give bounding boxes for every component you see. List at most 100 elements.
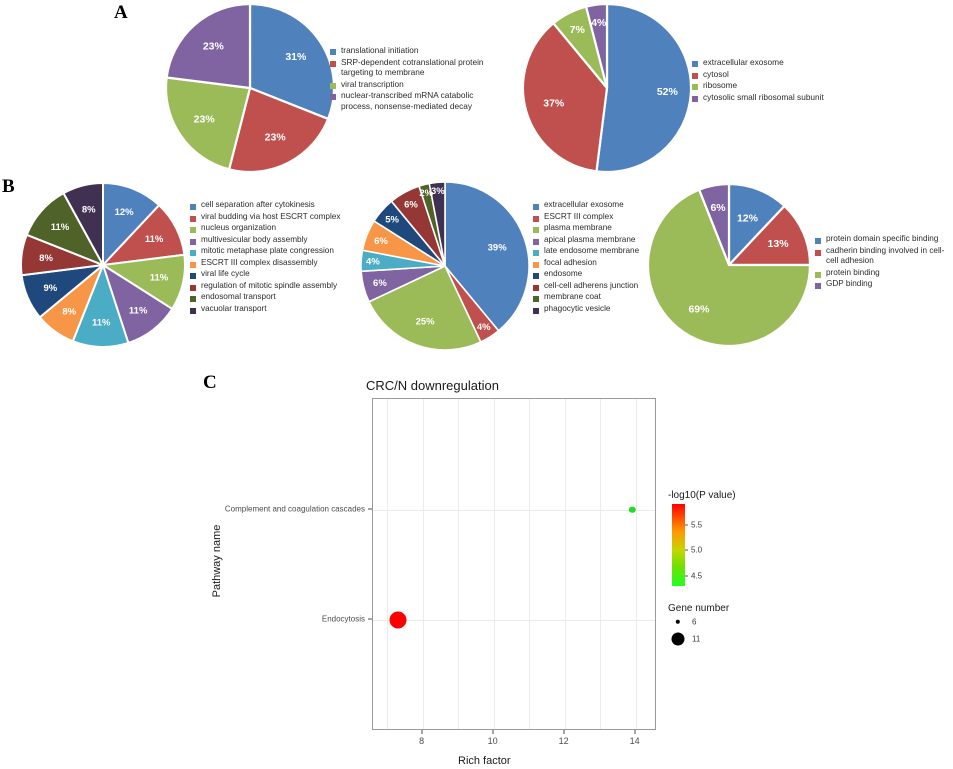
legend-item: extracellular exosome	[533, 200, 703, 211]
legend-item: endosomal transport	[190, 292, 360, 303]
legend-swatch-icon	[190, 227, 196, 233]
legend-item-label: ESCRT III complex disassembly	[201, 257, 318, 267]
panel-c-scatter-plot: CRC/N downregulation Rich factor Pathway…	[0, 370, 953, 769]
colorbar-tick-label: 5.5	[691, 520, 703, 529]
legend-item-label: focal adhesion	[544, 257, 597, 267]
pie-slice-value-label: 11%	[92, 318, 111, 329]
legend-item-label: endosomal transport	[201, 292, 276, 301]
size-legend-dot	[671, 632, 685, 646]
legend-item: cell-cell adherens junction	[533, 281, 703, 292]
legend-item: cytosolic small ribosomal subunit	[692, 92, 892, 103]
x-axis-tick-label: 12	[558, 736, 569, 746]
y-axis-label: Pathway name	[211, 524, 223, 598]
pie-slice-value-label: 4%	[477, 322, 491, 333]
legend-item: translational initiation	[330, 45, 510, 56]
scatter-point	[389, 611, 407, 629]
pie-slice-value-label: 4%	[591, 17, 607, 29]
pie-slice-value-label: 23%	[203, 41, 225, 53]
pie-slice-value-label: 37%	[543, 98, 565, 110]
legend-item: cell separation after cytokinesis	[190, 200, 360, 211]
legend-item-label: multivesicular body assembly	[201, 234, 308, 244]
legend-swatch-icon	[330, 60, 336, 67]
x-axis-tick-label: 10	[487, 736, 498, 746]
legend-swatch-icon	[533, 273, 539, 279]
legend-swatch-icon	[533, 204, 539, 210]
pie-slice-value-label: 8%	[39, 253, 53, 264]
legend-item: viral life cycle	[190, 269, 360, 280]
legend-swatch-icon	[190, 284, 196, 291]
colorbar-tick-label: 4.5	[691, 571, 703, 581]
x-axis-tick	[421, 730, 423, 734]
legend-item: plasma membrane	[533, 223, 703, 234]
legend-swatch-icon	[533, 284, 539, 291]
legend-item-label: viral transcription	[341, 78, 404, 89]
legend-item-label: mitotic metaphase plate congression	[201, 246, 334, 255]
pie-slice-value-label: 23%	[194, 113, 216, 125]
legend-item: extracellular exosome	[692, 57, 892, 68]
pie-slice-value-label: 6%	[374, 236, 388, 247]
pie-slice	[164, 76, 252, 171]
pie-slice-value-label: 8%	[62, 307, 76, 318]
legend-item: nuclear-transcribed mRNA catabolic proce…	[330, 90, 510, 111]
legend-item-label: protein binding	[826, 267, 880, 277]
pie-slice	[248, 3, 336, 121]
legend-item-label: cytosolic small ribosomal subunit	[703, 91, 824, 102]
x-axis-tick	[634, 730, 636, 734]
pie-svg-a1: 31%23%23%23%	[164, 3, 336, 173]
legend-item: protein binding	[815, 268, 953, 279]
pie-slice-value-label: 39%	[488, 242, 508, 253]
legend-item-label: translational initiation	[341, 45, 419, 55]
legend-item: cadherin binding involved in cell- cell …	[815, 246, 953, 267]
colorbar-gradient	[672, 504, 685, 586]
legend-item: membrane coat	[533, 292, 703, 303]
pie-slice	[585, 3, 609, 90]
pie-slice	[428, 181, 446, 267]
size-legend-label: 6	[692, 617, 697, 627]
pie-slice-value-label: 3%	[431, 186, 445, 197]
scatter-point	[628, 506, 636, 513]
legend-item-label: nuclear-transcribed mRNA catabolic proce…	[341, 90, 474, 112]
legend-item: ESCRT III complex disassembly	[190, 258, 360, 269]
pie-slice-value-label: 52%	[657, 86, 679, 98]
pie-slice	[62, 182, 104, 266]
pie-slice-value-label: 13%	[768, 238, 790, 250]
x-axis-tick	[492, 730, 494, 734]
pie-slice	[102, 182, 161, 266]
legend-item-label: cytosol	[703, 68, 729, 79]
legend-item: protein domain specific binding	[815, 234, 953, 245]
colorbar-title: -log10(P value)	[668, 490, 736, 501]
pie-slice-value-label: 6%	[404, 199, 418, 210]
pie-slice-value-label: 11%	[51, 222, 70, 233]
pie-slice-value-label: 5%	[385, 215, 399, 226]
legend-swatch-icon	[533, 215, 539, 222]
legend-swatch-icon	[815, 249, 821, 256]
legend-swatch-icon	[692, 72, 698, 79]
legend-item-label: membrane coat	[544, 292, 601, 301]
chart-title: CRC/N downregulation	[366, 378, 499, 393]
x-gridline	[564, 399, 566, 729]
pie-slice-value-label: 69%	[688, 303, 710, 315]
pie-chart-panel-a-biological-process: 31%23%23%23%	[160, 3, 340, 173]
pie-slice	[698, 182, 731, 267]
x-axis-label: Rich factor	[458, 755, 511, 767]
legend-item: ESCRT III complex	[533, 212, 703, 223]
colorbar-tick	[685, 549, 688, 551]
legend-swatch-icon	[692, 84, 698, 91]
legend-item-label: cadherin binding involved in cell- cell …	[826, 245, 945, 266]
pie-slice	[521, 22, 609, 173]
legend-swatch-icon	[190, 296, 196, 302]
legend-item-label: viral life cycle	[201, 269, 250, 278]
y-gridline	[373, 509, 655, 511]
y-axis-tick-label: Complement and coagulation cascades	[224, 504, 365, 514]
pie-slice-value-label: 7%	[570, 24, 586, 36]
legend-swatch-icon	[533, 250, 539, 256]
plot-area	[372, 398, 656, 730]
y-axis-tick	[368, 508, 372, 510]
legend-item-label: SRP-dependent cotranslational protein ta…	[341, 56, 484, 78]
legend-item: focal adhesion	[533, 258, 703, 269]
legend-swatch-icon	[330, 49, 336, 55]
legend-item: apical plasma membrane	[533, 235, 703, 246]
y-gridline	[373, 620, 655, 622]
